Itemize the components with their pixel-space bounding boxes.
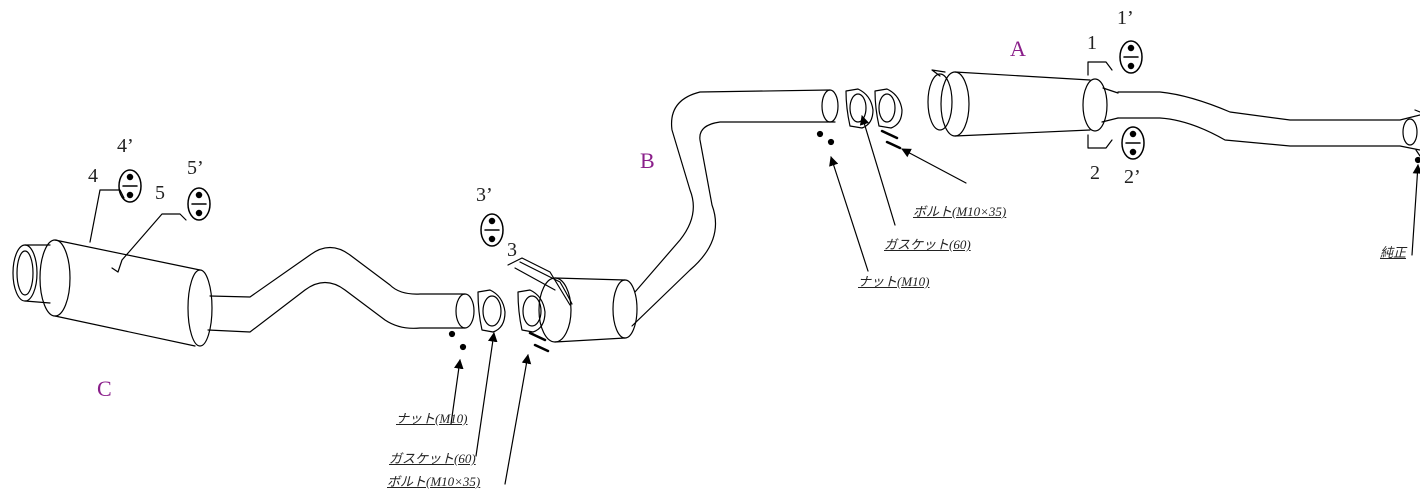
hanger-label-5: 5	[155, 182, 165, 204]
part-label-bolt-right: ボルト(M10×35)	[913, 204, 1007, 219]
hanger-label-1p: 1’	[1117, 7, 1134, 29]
flange-right-joint	[816, 88, 903, 150]
flange-left-joint	[448, 289, 550, 353]
part-label-oem: 純正	[1380, 245, 1407, 260]
part-label-nut-right: ナット(M10)	[858, 274, 930, 289]
hanger-label-1: 1	[1087, 32, 1097, 54]
hanger-label-2p: 2’	[1124, 166, 1141, 188]
pipe-c-upper	[209, 246, 466, 298]
pipe-a-lower	[1117, 117, 1420, 151]
muffler-b	[514, 261, 638, 343]
pipe-c-lower	[207, 281, 466, 333]
pipe-b-lower	[631, 121, 836, 327]
hanger-label-2: 2	[1090, 162, 1100, 184]
section-label-b: B	[640, 148, 655, 173]
section-label-c: C	[97, 376, 112, 401]
part-label-nut-left: ナット(M10)	[396, 411, 468, 426]
hanger-label-3: 3	[507, 239, 517, 261]
hanger-label-4p: 4’	[117, 135, 134, 157]
part-label-gasket-right: ガスケット(60)	[884, 237, 971, 252]
hanger-rod-1	[1087, 61, 1113, 76]
pipe-b-upper	[634, 89, 831, 293]
hanger-rubbers	[118, 40, 1145, 247]
hanger-rod-4-5	[89, 189, 187, 273]
hanger-rod-3	[507, 257, 571, 306]
hanger-label-3p: 3’	[476, 184, 493, 206]
hanger-label-4: 4	[88, 165, 98, 187]
leader-lines	[450, 115, 1420, 485]
hanger-label-5p: 5’	[187, 157, 204, 179]
pipe-a-upper	[1117, 91, 1420, 121]
muffler-c	[12, 239, 213, 347]
hanger-rod-2	[1087, 134, 1113, 149]
part-label-gasket-left: ガスケット(60)	[389, 451, 476, 466]
muffler-a	[927, 69, 1119, 137]
part-label-bolt-left: ボルト(M10×35)	[387, 474, 481, 489]
section-label-a: A	[1010, 36, 1026, 61]
